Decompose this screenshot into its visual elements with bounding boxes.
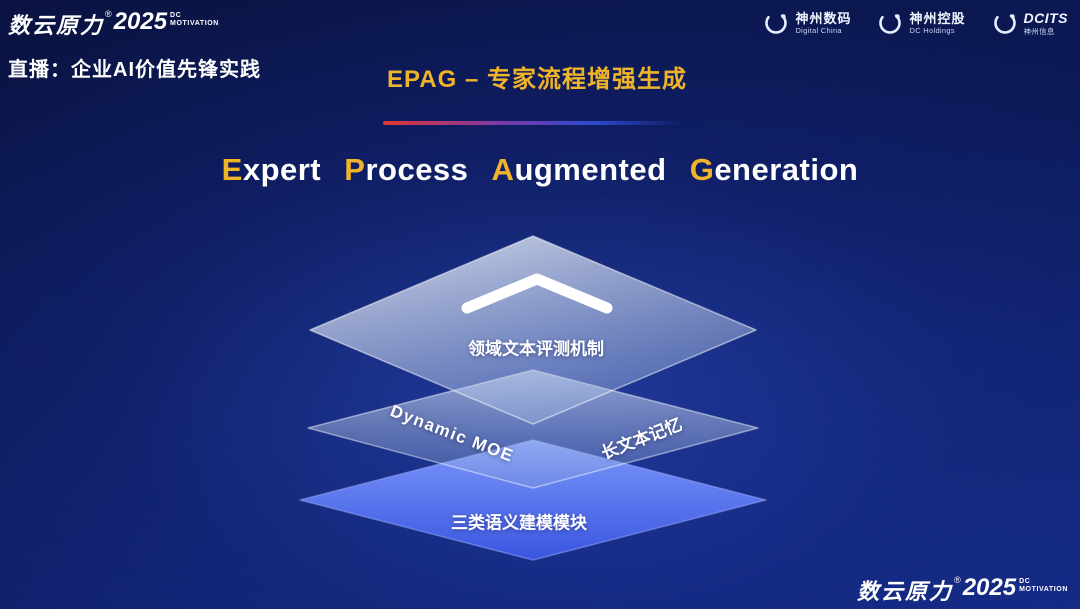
partner-dc-holdings: 神州控股 DC Holdings	[877, 10, 965, 36]
partner-name: 神州控股	[909, 10, 966, 26]
partner-subtitle: 神州信息	[1023, 26, 1055, 36]
partner-subtitle: DC Holdings	[909, 26, 955, 36]
title-rest: eneration	[714, 152, 859, 187]
brand-sub-line2: MOTIVATION	[170, 20, 219, 28]
title-word-process: Process	[344, 152, 468, 187]
dc-holdings-swoosh-icon	[879, 12, 902, 34]
title-rest: ugmented	[514, 152, 667, 187]
title-initial: A	[491, 152, 515, 187]
title-rest: xpert	[242, 152, 322, 187]
bottom-layer-label: 三类语义建模模块	[451, 513, 587, 533]
chevron-up-icon	[461, 273, 613, 314]
page-title: Expert Process Augmented Generation	[0, 152, 1080, 188]
brand-year: 2025	[962, 574, 1017, 601]
partner-dcits: DCITS 神州信息	[992, 10, 1069, 36]
partner-subtitle: Digital China	[795, 26, 842, 36]
gradient-divider	[383, 121, 683, 125]
brand-name: 数云原力	[857, 579, 954, 604]
stream-title: 直播：企业AI价值先锋实践	[8, 59, 261, 81]
title-word-expert: Expert	[222, 152, 322, 187]
bottom-layer-shape	[299, 439, 767, 561]
title-word-generation: Generation	[690, 152, 859, 187]
brand-subtitle: DC MOTIVATION	[1019, 578, 1068, 595]
brand-sub-line2: MOTIVATION	[1019, 586, 1068, 594]
top-layer-shape	[309, 235, 757, 425]
title-initial: G	[689, 152, 715, 187]
partner-digital-china: 神州数码 Digital China	[763, 10, 851, 36]
partner-text: 神州控股 DC Holdings	[909, 11, 965, 36]
partner-text: 神州数码 Digital China	[795, 11, 851, 36]
dcits-swoosh-icon	[993, 12, 1016, 34]
brand-sub-line1: DC	[170, 12, 182, 19]
partner-text: DCITS 神州信息	[1024, 10, 1069, 36]
top-layer-label: 领域文本评测机制	[468, 339, 604, 359]
title-rest: rocess	[365, 152, 469, 187]
digital-china-swoosh-icon	[765, 12, 788, 34]
brand-name: 数云原力	[8, 13, 105, 38]
layer-stack-diagram	[299, 235, 767, 561]
brand-logo-top: 数云原力 ® 2025 DC MOTIVATION	[8, 8, 219, 40]
brand-logo-bottom: 数云原力 ® 2025 DC MOTIVATION	[857, 574, 1068, 606]
brand-sub-line1: DC	[1019, 578, 1031, 585]
title-initial: E	[221, 152, 243, 187]
partner-name: 神州数码	[795, 10, 852, 26]
brand-registered-mark: ®	[105, 9, 112, 19]
title-initial: P	[344, 152, 366, 187]
brand-registered-mark: ®	[954, 575, 961, 585]
brand-year: 2025	[113, 8, 168, 35]
slide-title: EPAG – 专家流程增强生成	[387, 66, 687, 93]
partner-logos: 神州数码 Digital China 神州控股 DC Holdings DCIT…	[763, 10, 1068, 36]
brand-subtitle: DC MOTIVATION	[170, 12, 219, 29]
middle-layer-shape	[307, 369, 759, 489]
partner-name: DCITS	[1023, 10, 1068, 27]
title-word-augmented: Augmented	[492, 152, 667, 187]
